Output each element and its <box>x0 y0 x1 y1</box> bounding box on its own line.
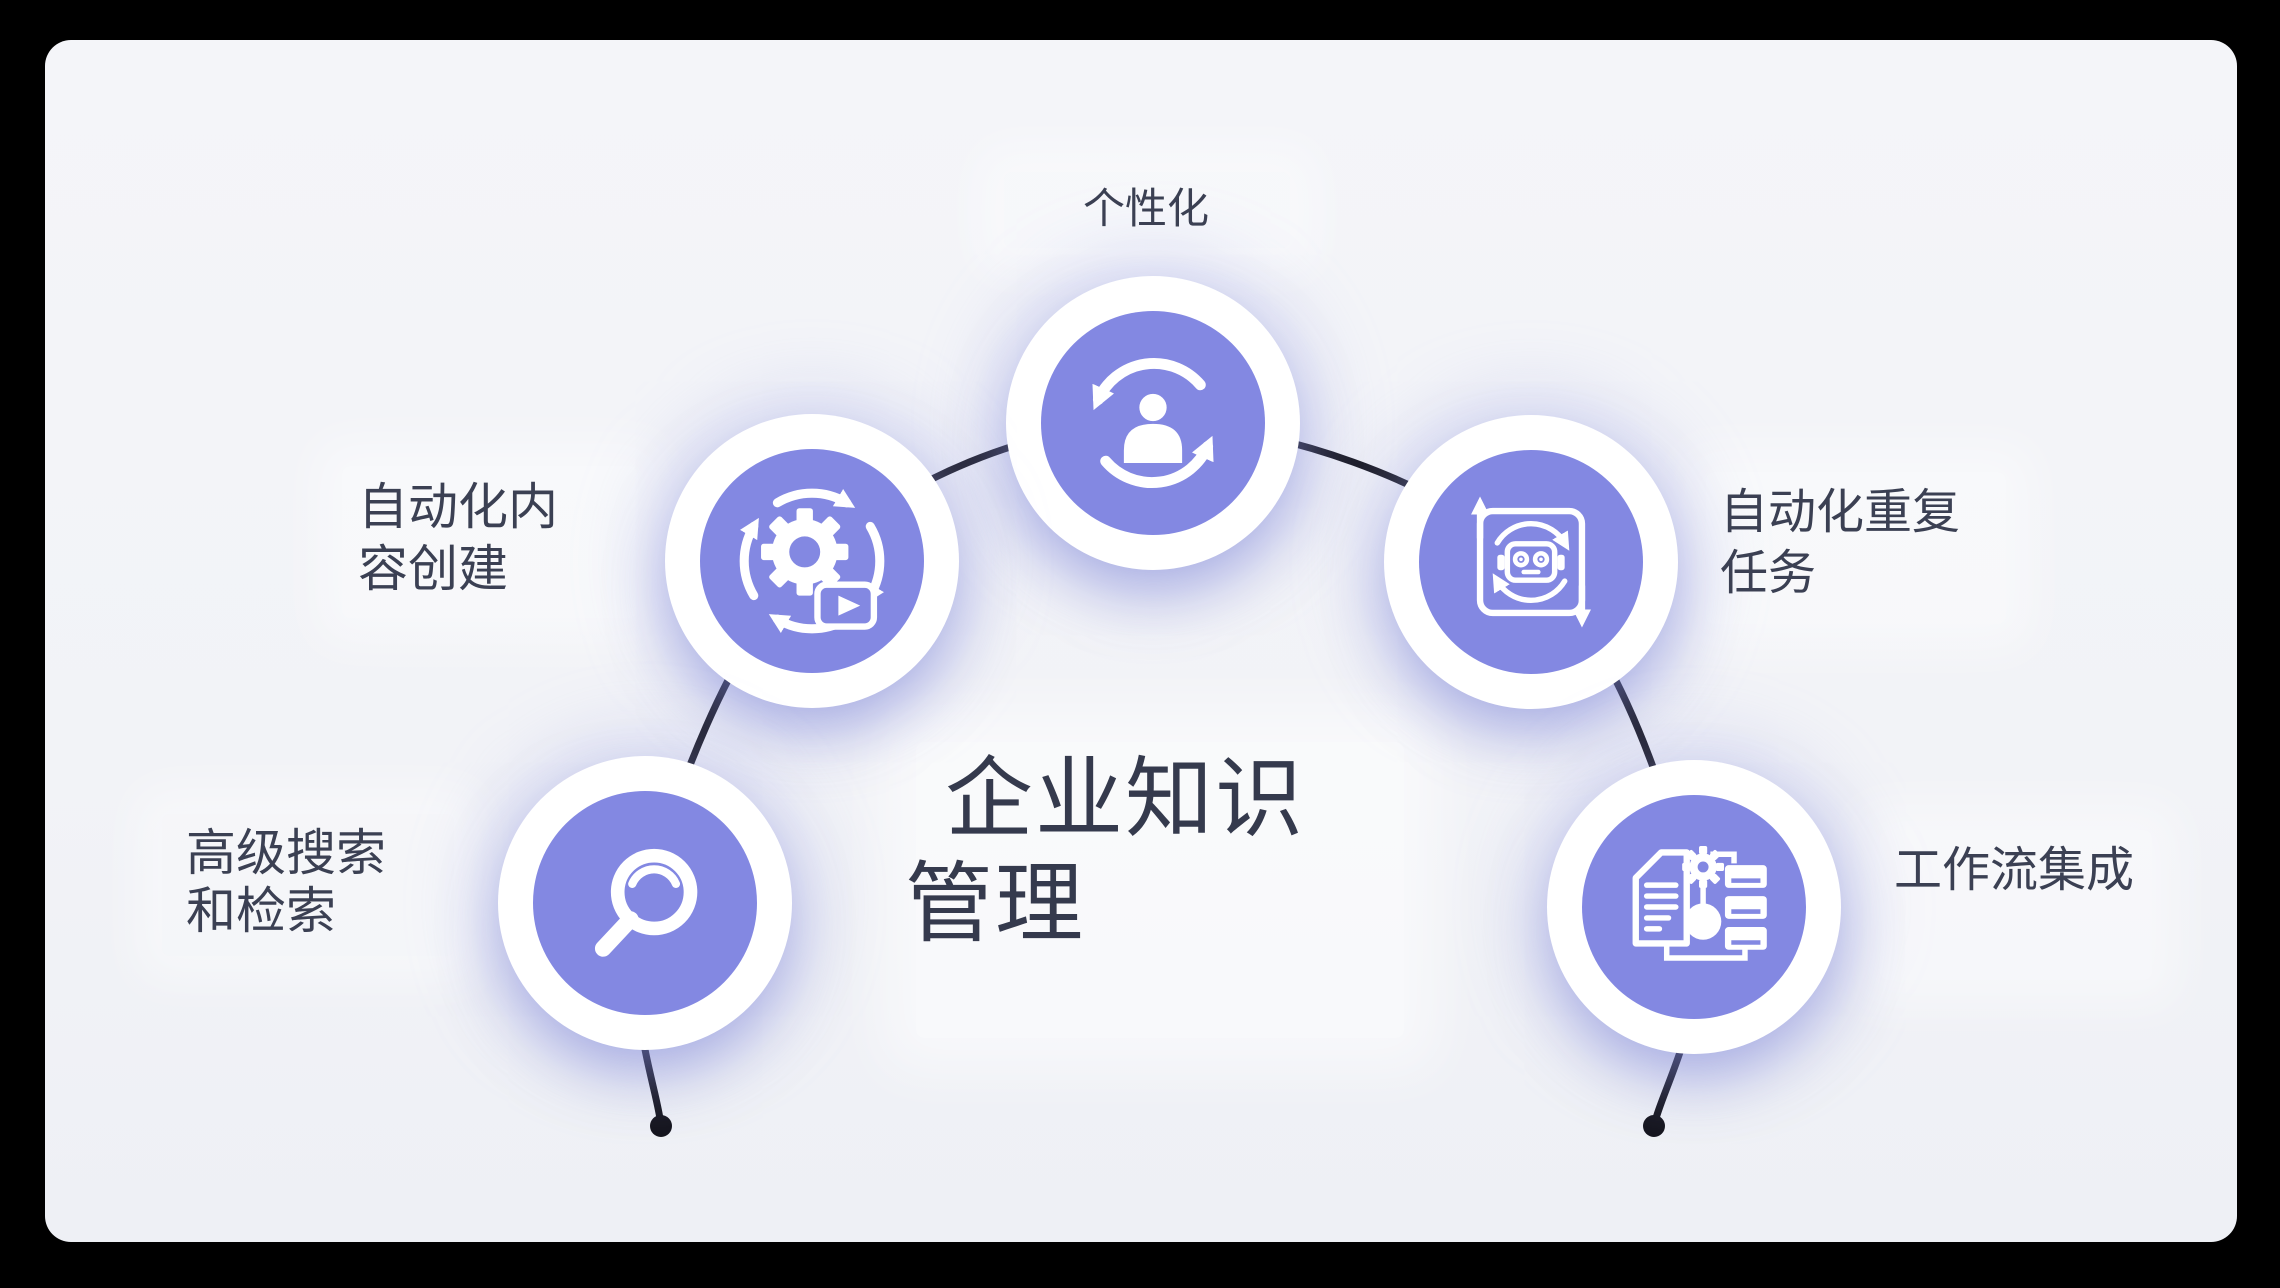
label-line: 工作流集成 <box>1894 844 2135 897</box>
user-sync-icon <box>1092 357 1214 489</box>
label-line: 和检索 <box>186 883 336 939</box>
node-automated-content-creation-core <box>700 449 924 673</box>
magnifier-icon <box>594 848 698 957</box>
gear-cycle-video-icon <box>739 488 885 634</box>
label-automate-repetitive-tasks: 自动化重复 任务 <box>1720 482 1960 604</box>
node-advanced-search-core <box>533 791 757 1015</box>
tasks-label-backing <box>1706 472 2006 624</box>
node-workflow-integration-core <box>1582 795 1806 1019</box>
content-label-backing <box>342 466 638 618</box>
label-line: 高级搜索 <box>186 825 386 881</box>
workflow-label-backing <box>1880 830 2152 980</box>
title-line-1: 企业知识 <box>945 749 1306 848</box>
robot-loop-icon <box>1470 496 1592 628</box>
label-line: 自动化内 <box>358 479 558 535</box>
node-workflow-integration <box>1547 760 1841 1054</box>
label-line: 任务 <box>1720 547 1817 600</box>
document-workflow-icon <box>1632 846 1767 961</box>
node-automated-content-creation <box>665 414 959 708</box>
title-line-2: 管理 <box>905 854 1086 953</box>
label-line: 容创建 <box>358 541 508 597</box>
node-automate-repetitive-tasks <box>1384 415 1678 709</box>
page-title: 企业知识 管理 <box>905 746 1305 956</box>
label-personalization: 个性化 <box>996 184 1296 234</box>
label-workflow-integration: 工作流集成 <box>1894 842 2134 900</box>
personalization-label-backing <box>1004 172 1290 248</box>
label-automated-content-creation: 自动化内 容创建 <box>358 476 558 600</box>
search-label-backing <box>162 814 454 956</box>
title-backing <box>916 742 1404 1038</box>
label-line: 自动化重复 <box>1720 486 1961 539</box>
node-personalization-core <box>1041 311 1265 535</box>
node-personalization <box>1006 276 1300 570</box>
label-line: 个性化 <box>1082 185 1209 232</box>
node-advanced-search <box>498 756 792 1050</box>
node-automate-repetitive-tasks-core <box>1419 450 1643 674</box>
label-advanced-search: 高级搜索 和检索 <box>186 824 386 940</box>
